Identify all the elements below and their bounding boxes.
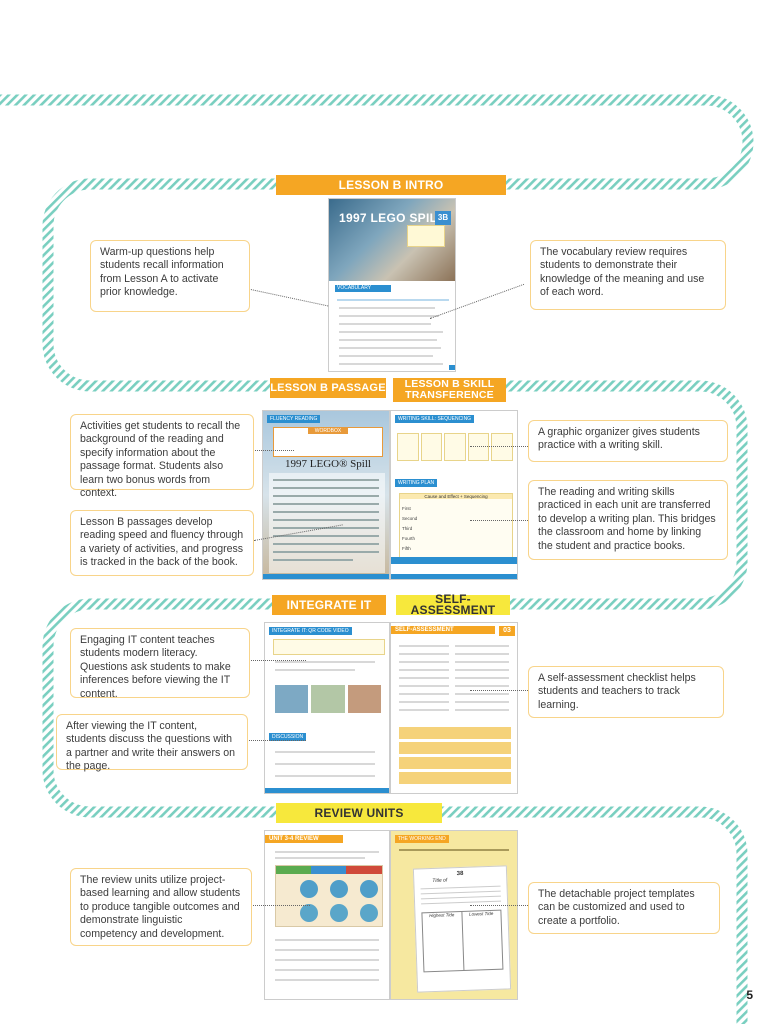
- note-templates: The detachable project templates can be …: [528, 882, 720, 934]
- passage-page-thumbnail: FLUENCY READING WORDBOX 1997 LEGO® Spill: [262, 410, 390, 580]
- note-reading-writing: The reading and writing skills practiced…: [528, 480, 728, 560]
- intro-vocab-header: VOCABULARY REVIEW: [335, 285, 391, 298]
- note-warmup: Warm-up questions help students recall i…: [90, 240, 250, 312]
- note-vocab: The vocabulary review requires students …: [530, 240, 726, 310]
- wordbox: WORDBOX: [273, 427, 383, 457]
- plan-row-5: Fifth: [402, 546, 411, 551]
- section-banner-selfassess: SELF-ASSESSMENT: [396, 593, 510, 616]
- project-page-thumbnail: THE WORKING END 38 Title of Highest Tide…: [390, 830, 518, 1000]
- qr-video-header: INTEGRATE IT: QR CODE VIDEO: [269, 627, 352, 635]
- it-images: [275, 685, 381, 713]
- note-organizer: A graphic organizer gives students pract…: [528, 420, 728, 462]
- discussion-header: DISCUSSION: [269, 733, 307, 741]
- plan-row-3: Third: [402, 526, 413, 531]
- page-number: 5: [746, 988, 753, 1002]
- plan-table-title: Cause and Effect + Sequencing: [400, 494, 512, 499]
- intro-page-thumbnail: 1997 LEGO SPILL 3B VOCABULARY REVIEW: [328, 198, 456, 372]
- intro-badge: 3B: [435, 211, 451, 225]
- review-page-thumbnail: UNIT 3-4 REVIEW: [264, 830, 390, 1000]
- fluency-reading-label: FLUENCY READING: [267, 415, 321, 423]
- section-banner-integrate: INTEGRATE IT: [272, 595, 386, 615]
- section-banner-review: REVIEW UNITS: [276, 803, 442, 823]
- selfassess-page-thumbnail: SELF-ASSESSMENT 03: [390, 622, 518, 794]
- review-header: UNIT 3-4 REVIEW: [265, 835, 343, 843]
- section-banner-intro: LESSON B INTRO: [276, 175, 506, 195]
- sequencing-header: WRITING SKILL: SEQUENCING: [395, 415, 475, 423]
- selfassess-header: SELF-ASSESSMENT: [391, 626, 495, 634]
- leader-checklist: [470, 690, 530, 691]
- wordbox-label: WORDBOX: [308, 428, 348, 434]
- project-header: THE WORKING END: [395, 835, 449, 843]
- leader-writing: [470, 520, 528, 521]
- leader-organizer: [470, 446, 528, 447]
- leader-after: [246, 740, 306, 741]
- leader-templates: [470, 905, 528, 906]
- plan-row-4: Fourth: [402, 536, 416, 541]
- leader-engaging: [246, 660, 306, 661]
- sequence-boxes: [397, 433, 513, 461]
- note-checklist: A self-assessment checklist helps studen…: [528, 666, 724, 718]
- note-after: After viewing the IT content, students d…: [56, 714, 248, 772]
- leader-activities: [252, 450, 294, 451]
- selfassess-unit-number: 03: [499, 626, 515, 636]
- passage-title: 1997 LEGO® Spill: [285, 458, 371, 470]
- project-template-card: 38 Title of Highest Tide Lowest Tide: [412, 865, 512, 993]
- template-col-2: Lowest Tide: [469, 910, 494, 917]
- note-activities: Activities get students to recall the ba…: [70, 414, 254, 499]
- section-banner-skill: LESSON B SKILL TRANSFERENCE: [393, 378, 506, 402]
- review-table: [275, 865, 383, 927]
- writing-plan-table: Cause and Effect + Sequencing First Seco…: [399, 493, 513, 559]
- intro-sticky-note: [407, 225, 445, 247]
- note-review-units: The review units utilize project-based l…: [70, 868, 252, 946]
- integrate-page-thumbnail: INTEGRATE IT: QR CODE VIDEO DISCUSSION: [264, 622, 390, 794]
- writing-plan-header: WRITING PLAN: [395, 479, 438, 487]
- leader-review: [250, 905, 310, 906]
- section-banner-passage: LESSON B PASSAGE: [270, 378, 386, 398]
- note-engaging: Engaging IT content teaches students mod…: [70, 628, 250, 700]
- intro-title: 1997 LEGO SPILL: [339, 211, 445, 225]
- plan-row-1: First: [402, 506, 411, 511]
- checklist-rows: [399, 727, 511, 787]
- template-col-1: Highest Tide: [422, 911, 464, 972]
- skill-page-thumbnail: WRITING SKILL: SEQUENCING WRITING PLAN C…: [390, 410, 518, 580]
- plan-row-2: Second: [402, 516, 418, 521]
- note-passages: Lesson B passages develop reading speed …: [70, 510, 254, 576]
